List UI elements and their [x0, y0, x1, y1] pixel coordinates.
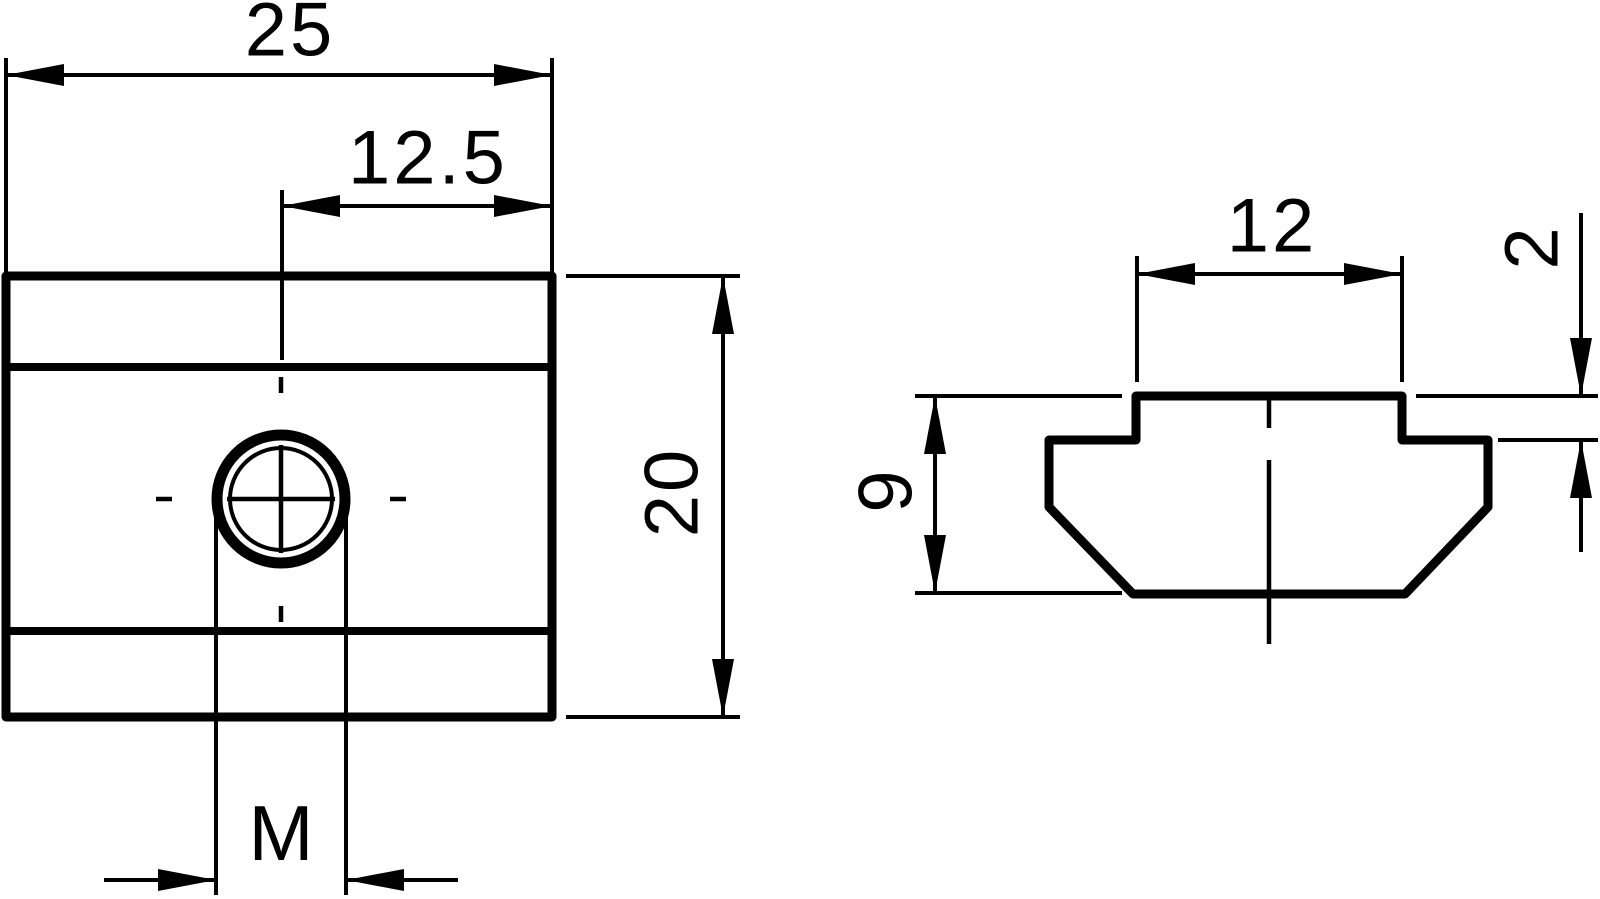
- arrowhead-left: [1137, 263, 1195, 285]
- arrowhead-right: [494, 195, 552, 217]
- arrowhead-right: [1344, 263, 1402, 285]
- nut-profile-outline: [1044, 391, 1493, 599]
- arrowhead-right-pointing: [158, 869, 216, 891]
- nut-body-outline: [1, 271, 557, 722]
- front-view: 25 12.5 20: [1, 0, 740, 895]
- arrowhead-right: [494, 64, 552, 86]
- thread-hole-outer-circle: [211, 429, 351, 569]
- arrowhead-up: [924, 396, 946, 454]
- dimension-top-width-12: 12: [1135, 184, 1404, 382]
- arrowhead-up: [712, 276, 734, 334]
- dimension-step-2: 2: [1416, 213, 1598, 552]
- arrowhead-down: [924, 535, 946, 593]
- dimension-width-25: 25: [4, 0, 554, 272]
- arrowhead-down-pointing: [1570, 338, 1592, 396]
- arrowhead-left: [6, 64, 64, 86]
- arrowhead-left-pointing: [346, 869, 404, 891]
- dimension-hole-offset-12-5: 12.5: [280, 116, 552, 360]
- dimension-label-12-5: 12.5: [348, 116, 508, 201]
- arrowhead-up-pointing: [1570, 440, 1592, 498]
- dimension-label-25: 25: [245, 0, 336, 73]
- side-view: 12 9 2: [844, 184, 1598, 644]
- dimension-label-20: 20: [630, 447, 715, 538]
- dimension-label-2: 2: [1490, 224, 1575, 269]
- dimension-thread-m: M: [104, 500, 458, 895]
- dimension-label-m: M: [249, 789, 314, 877]
- arrowhead-left: [282, 195, 340, 217]
- arrowhead-down: [712, 659, 734, 717]
- dimension-height-9: 9: [844, 394, 1122, 595]
- thread-hole: [156, 377, 406, 622]
- dimension-length-20: 20: [566, 274, 740, 719]
- dimension-label-9: 9: [844, 467, 929, 512]
- dimension-label-12: 12: [1227, 184, 1318, 269]
